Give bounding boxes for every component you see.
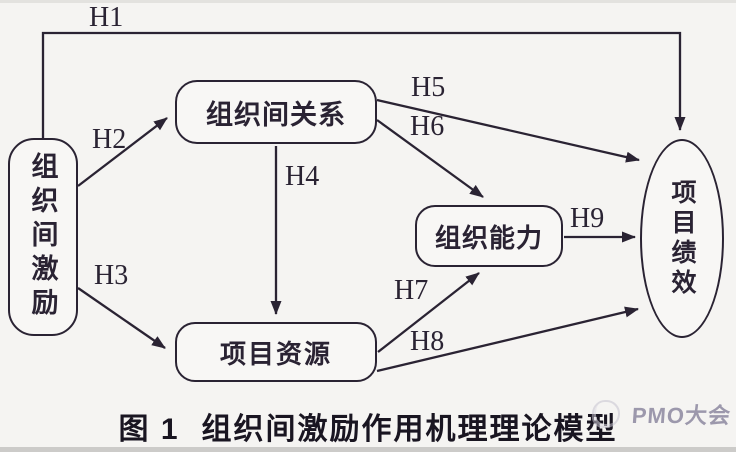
node-resources-label: 项目资源 xyxy=(219,338,332,369)
hypothesis-label-h3: H3 xyxy=(94,260,129,291)
node-performance-label: 项目绩效 xyxy=(668,178,696,299)
scan-edge-bottom xyxy=(0,447,736,452)
hypothesis-label-h7: H7 xyxy=(394,275,429,306)
node-capability: 组织能力 xyxy=(415,205,563,267)
node-incentive: 组织间激励 xyxy=(8,138,78,336)
hypothesis-label-h8: H8 xyxy=(410,326,445,357)
watermark-text: PMO大会 xyxy=(631,403,732,428)
hypothesis-label-h2: H2 xyxy=(92,124,127,155)
figure-number: 图 1 xyxy=(118,413,180,446)
figure-title: 组织间激励作用机理理论模型 xyxy=(201,413,618,446)
watermark-logo-icon xyxy=(591,400,621,428)
node-capability-label: 组织能力 xyxy=(434,222,543,253)
node-incentive-label: 组织间激励 xyxy=(27,152,58,322)
hypothesis-label-h4: H4 xyxy=(285,161,320,192)
h3-arrow-incentive-to-resources xyxy=(77,287,166,349)
node-relationship-label: 组织间关系 xyxy=(206,99,346,130)
node-performance: 项目绩效 xyxy=(640,139,724,338)
figure-caption: 图 1 组织间激励作用机理理论模型 xyxy=(0,404,736,448)
watermark: PMO大会 xyxy=(591,398,732,430)
hypothesis-label-h9: H9 xyxy=(570,203,605,234)
node-resources: 项目资源 xyxy=(175,322,377,382)
hypothesis-label-h1: H1 xyxy=(89,2,124,33)
scan-edge-top xyxy=(0,0,736,3)
node-relationship: 组织间关系 xyxy=(175,80,377,144)
hypothesis-label-h6: H6 xyxy=(410,111,445,142)
hypothesis-label-h5: H5 xyxy=(411,72,446,103)
